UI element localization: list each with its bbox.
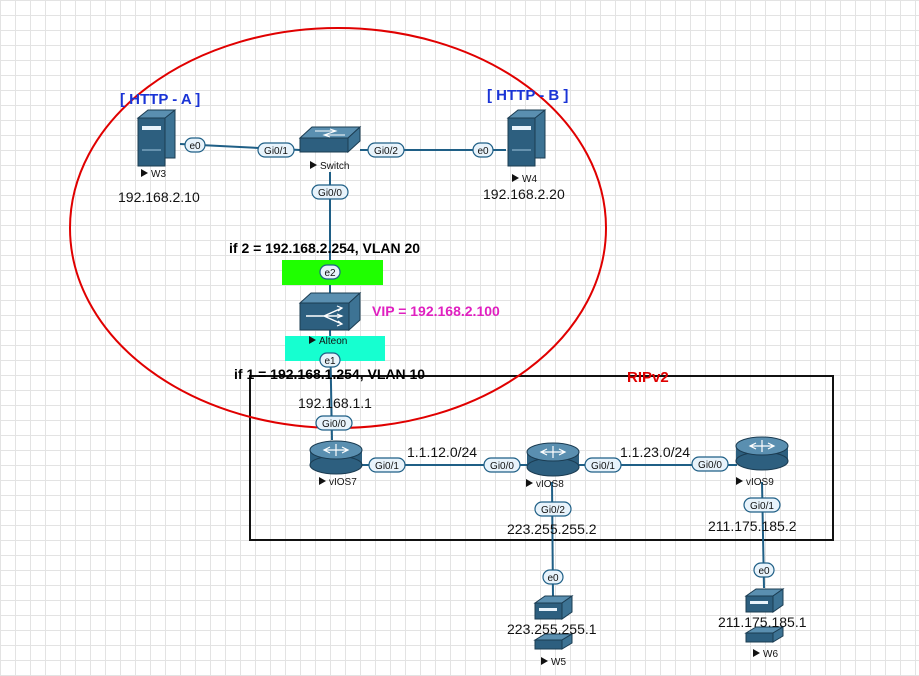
port-labels: e0 Gi0/1 Gi0/2 e0 Gi0/0 e2 e1 Gi0/0	[184, 137, 781, 585]
vios9-ip-label: 211.175.185.2	[708, 518, 797, 534]
svg-text:e0: e0	[189, 141, 201, 152]
w4-label: W4	[522, 174, 537, 185]
server-icon	[506, 109, 547, 167]
svg-text:Gi0/0: Gi0/0	[318, 188, 342, 199]
if2-label: if 2 = 192.168.2.254, VLAN 20	[229, 240, 420, 256]
node-vios7[interactable]: vIOS7	[309, 440, 363, 488]
w3-ip-label: 192.168.2.10	[118, 189, 200, 205]
play-icon	[141, 169, 148, 177]
play-icon	[541, 657, 548, 665]
if1-label: if 1 = 192.168.1.254, VLAN 10	[234, 366, 425, 382]
svg-text:e1: e1	[324, 356, 336, 367]
svg-text:Gi0/1: Gi0/1	[264, 146, 288, 157]
svg-text:Gi0/0: Gi0/0	[322, 419, 346, 430]
svg-text:Gi0/1: Gi0/1	[375, 461, 399, 472]
vios8-ip-label: 223.255.255.2	[507, 521, 597, 537]
port-switch-gi00[interactable]: Gi0/0	[311, 184, 349, 200]
load-balancer-icon	[298, 291, 362, 332]
switch-label: Switch	[320, 161, 349, 172]
play-icon	[526, 479, 533, 487]
vios7-ip-label: 192.168.1.1	[298, 395, 372, 411]
vip-label: VIP = 192.168.2.100	[372, 303, 500, 319]
ripv2-label: RIPv2	[627, 369, 669, 386]
port-alteon-e2[interactable]: e2	[319, 264, 341, 280]
net-8-9-label: 1.1.23.0/24	[620, 444, 690, 460]
node-vios8[interactable]: vIOS8	[526, 442, 580, 490]
port-vios8-gi02[interactable]: Gi0/2	[534, 501, 572, 517]
port-w4-e0[interactable]: e0	[472, 142, 494, 158]
port-vios7-gi01[interactable]: Gi0/1	[368, 457, 406, 473]
server-icon	[744, 588, 785, 643]
switch-icon	[298, 125, 362, 154]
port-vios8-gi00[interactable]: Gi0/0	[483, 457, 521, 473]
port-alteon-e1[interactable]: e1	[319, 352, 341, 368]
port-vios9-gi00[interactable]: Gi0/0	[691, 456, 729, 472]
node-w6[interactable]: W6	[744, 588, 785, 660]
play-icon	[753, 649, 760, 657]
w6-ip-label: 211.175.185.1	[718, 614, 807, 630]
w4-ip-label: 192.168.2.20	[483, 186, 565, 202]
port-switch-gi02[interactable]: Gi0/2	[367, 142, 405, 158]
w6-label: W6	[763, 649, 778, 660]
router-icon	[526, 442, 580, 477]
svg-text:Gi0/2: Gi0/2	[374, 146, 398, 157]
w3-label: W3	[151, 169, 166, 180]
svg-text:e0: e0	[547, 573, 559, 584]
play-icon	[309, 336, 316, 344]
svg-text:Gi0/1: Gi0/1	[591, 461, 615, 472]
node-w5[interactable]: W5	[533, 595, 574, 668]
node-vios9[interactable]: vIOS9	[735, 436, 789, 488]
w5-label: W5	[551, 657, 566, 668]
node-w4[interactable]: W4	[506, 109, 547, 185]
server-icon	[533, 595, 574, 650]
node-alteon[interactable]: Alteon	[298, 291, 362, 347]
svg-text:e2: e2	[324, 268, 336, 279]
http-a-label: [ HTTP - A ]	[120, 91, 200, 108]
port-w6-e0[interactable]: e0	[753, 562, 775, 578]
play-icon	[319, 477, 326, 485]
node-w3[interactable]: W3	[136, 109, 177, 180]
port-vios9-gi01[interactable]: Gi0/1	[743, 497, 781, 513]
svg-text:Gi0/2: Gi0/2	[541, 505, 565, 516]
port-switch-gi01[interactable]: Gi0/1	[257, 142, 295, 158]
svg-text:e0: e0	[758, 566, 770, 577]
ripv2-zone[interactable]	[249, 375, 834, 541]
net-7-8-label: 1.1.12.0/24	[407, 444, 477, 460]
play-icon	[736, 477, 743, 485]
node-switch[interactable]: Switch	[298, 125, 362, 172]
server-icon	[136, 109, 177, 167]
w5-ip-label: 223.255.255.1	[507, 621, 597, 637]
router-icon	[735, 436, 789, 471]
port-vios7-gi00[interactable]: Gi0/0	[315, 415, 353, 431]
port-w3-e0[interactable]: e0	[184, 137, 206, 153]
router-icon	[309, 440, 363, 475]
alteon-label: Alteon	[319, 336, 347, 347]
play-icon	[512, 174, 519, 182]
vios8-label: vIOS8	[536, 479, 564, 490]
vios7-label: vIOS7	[329, 477, 357, 488]
svg-text:Gi0/1: Gi0/1	[750, 501, 774, 512]
svg-text:Gi0/0: Gi0/0	[698, 460, 722, 471]
svg-text:e0: e0	[477, 146, 489, 157]
play-icon	[310, 161, 317, 169]
svg-text:Gi0/0: Gi0/0	[490, 461, 514, 472]
port-vios8-gi01[interactable]: Gi0/1	[584, 457, 622, 473]
vios9-label: vIOS9	[746, 477, 774, 488]
port-w5-e0[interactable]: e0	[542, 569, 564, 585]
http-b-label: [ HTTP - B ]	[487, 87, 568, 104]
